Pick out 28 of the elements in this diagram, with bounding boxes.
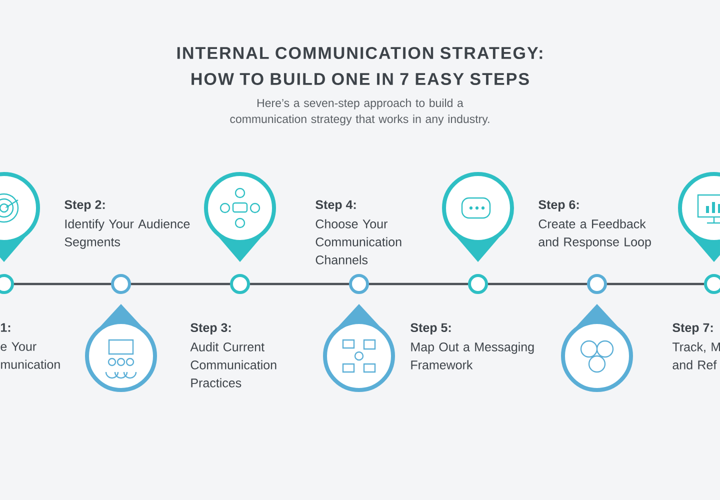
step-description: Track, M and Ref [672,342,720,370]
timeline-line [131,282,230,286]
step-heading: Step 5: [410,323,451,334]
step-description: Choose Your Communication Channels [316,219,402,264]
timeline-dot [704,274,720,294]
timeline-dot [349,274,369,294]
step-description: Identify Your Audience Segments [64,219,190,249]
timeline-line [488,282,587,286]
step-heading: Step 3: [190,323,231,334]
timeline-line [250,282,349,286]
step-heading: Step 7: [672,323,713,334]
timeline-line [14,282,111,286]
step-heading: 1: [1,323,10,332]
subtitle: Here’s a seven-step approach to build a communication strategy that works in any industry. [230,98,490,126]
timeline-dot [587,274,607,294]
step-heading: Step 2: [64,200,105,212]
step-heading: Step 4: [316,200,356,212]
step-heading: Step 6: [538,200,579,212]
step-description: Map Out a Messaging Framework [411,342,534,370]
step-description: Audit Current Communication Practices [190,342,276,388]
timeline-line [607,282,704,286]
step-description: e Your munication [0,342,60,369]
timeline-dot [230,274,250,294]
title: INTERNAL COMMUNICATION STRATEGY: HOW TO BUILD ONE IN 7 EASY STEPS [177,46,542,86]
timeline-line [369,282,468,286]
timeline-dot [468,274,488,294]
step-description: Create a Feedback and Response Loop [538,219,651,249]
timeline-dot [111,274,131,294]
